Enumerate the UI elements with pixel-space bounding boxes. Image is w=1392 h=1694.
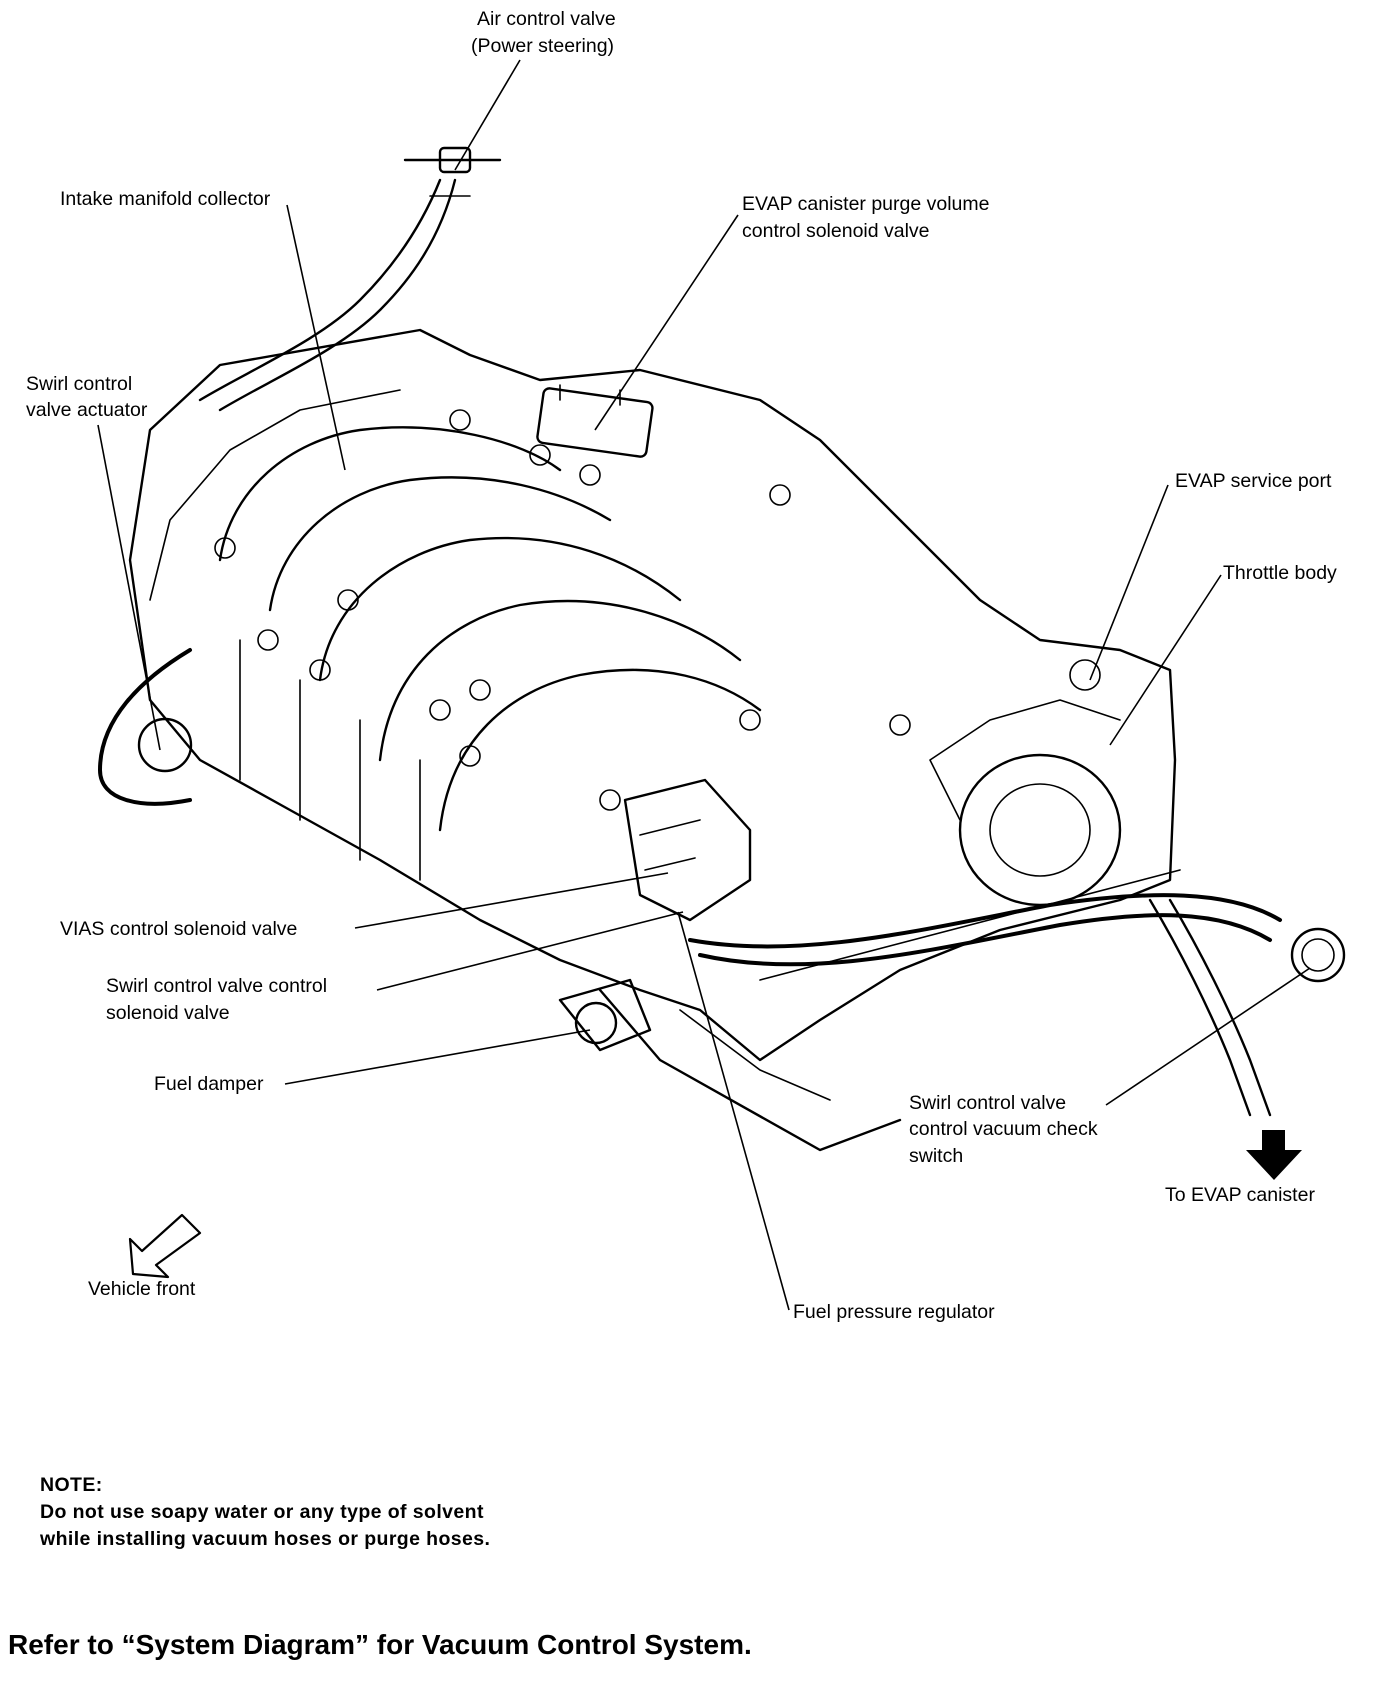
label-air-control-valve-sub: (Power steering) bbox=[471, 35, 614, 57]
note-line-1: Do not use soapy water or any type of so… bbox=[40, 1501, 484, 1523]
leader-evap-purge-valve bbox=[594, 214, 739, 431]
label-swirl-check-switch-sub: control vacuum check bbox=[909, 1118, 1098, 1140]
label-fuel-pressure-regulator: Fuel pressure regulator bbox=[793, 1301, 995, 1323]
engine-illustration bbox=[98, 146, 1346, 1152]
label-throttle-body: Throttle body bbox=[1223, 562, 1337, 584]
label-swirl-check-switch-sub2: switch bbox=[909, 1145, 963, 1167]
label-fuel-damper: Fuel damper bbox=[154, 1073, 264, 1095]
leader-lines bbox=[97, 59, 1311, 1311]
leader-fuel-damper bbox=[284, 1029, 591, 1085]
leader-evap-service-port bbox=[1089, 484, 1169, 681]
reference-footer: Refer to “System Diagram” for Vacuum Con… bbox=[8, 1629, 752, 1660]
vehicle-front-arrow-icon bbox=[128, 1213, 202, 1279]
leader-swirl-actuator bbox=[97, 424, 161, 751]
label-swirl-check-switch: Swirl control valve bbox=[909, 1092, 1066, 1114]
label-to-evap-canister: To EVAP canister bbox=[1165, 1184, 1315, 1206]
label-evap-purge-valve-sub: control solenoid valve bbox=[742, 220, 930, 242]
leader-swirl-check-switch bbox=[1105, 967, 1311, 1106]
label-swirl-actuator: Swirl control bbox=[26, 373, 132, 395]
leader-throttle-body bbox=[1109, 574, 1222, 746]
leader-fuel-pressure-regulator bbox=[677, 911, 790, 1311]
note-block: NOTE: Do not use soapy water or any type… bbox=[40, 1472, 490, 1553]
leader-intake-manifold-collector bbox=[286, 204, 346, 471]
leader-air-control-valve bbox=[454, 59, 521, 171]
leader-vias-solenoid bbox=[354, 872, 669, 929]
note-heading: NOTE: bbox=[40, 1474, 103, 1496]
leader-swirl-solenoid bbox=[376, 911, 684, 991]
label-vehicle-front: Vehicle front bbox=[88, 1278, 196, 1300]
label-swirl-actuator-sub: valve actuator bbox=[26, 399, 148, 421]
label-intake-manifold-collector: Intake manifold collector bbox=[60, 188, 271, 210]
label-air-control-valve: Air control valve bbox=[477, 8, 616, 30]
label-vias-solenoid: VIAS control solenoid valve bbox=[60, 918, 297, 940]
label-swirl-solenoid-sub: solenoid valve bbox=[106, 1002, 230, 1024]
label-swirl-solenoid: Swirl control valve control bbox=[106, 975, 327, 997]
label-evap-service-port: EVAP service port bbox=[1175, 470, 1332, 492]
label-evap-purge-valve: EVAP canister purge volume bbox=[742, 193, 990, 215]
note-line-2: while installing vacuum hoses or purge h… bbox=[40, 1528, 491, 1550]
callout-labels: Air control valve (Power steering) Intak… bbox=[26, 8, 1337, 1323]
to-evap-canister-arrow bbox=[1246, 1130, 1302, 1180]
